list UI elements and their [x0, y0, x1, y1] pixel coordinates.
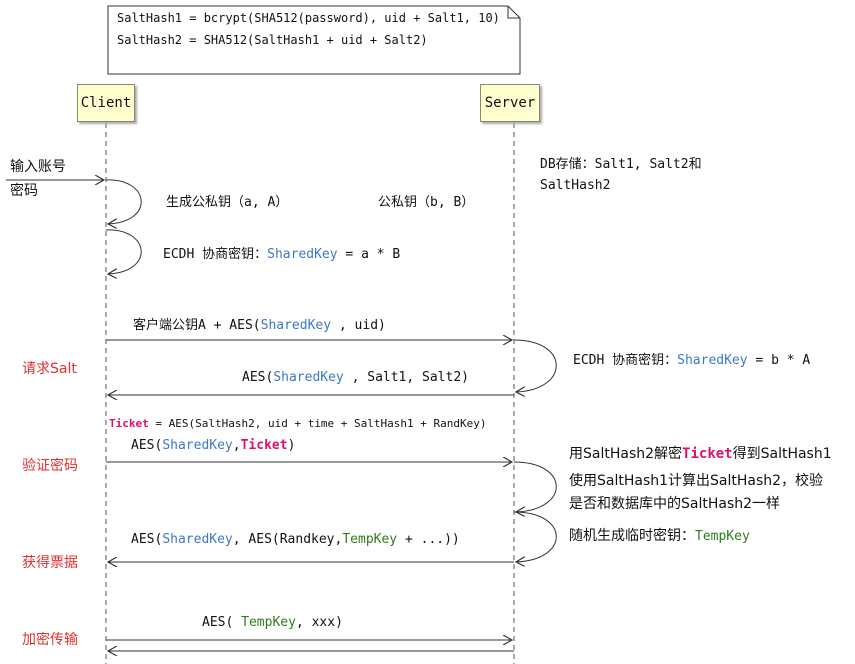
msg2-label: AES(SharedKey , Salt1, Salt2) [242, 370, 469, 385]
server-self-loop-verify [513, 461, 557, 512]
client-self-loop-2 [105, 229, 142, 274]
shared-key-text: SharedKey [260, 318, 332, 333]
ticket-definition: Ticket = AES(SaltHash2, uid + time + Sal… [109, 417, 487, 430]
shared-key-text: SharedKey [162, 438, 233, 453]
temp-key-text: TempKey [695, 529, 750, 544]
input-label-line-2: 密码 [10, 183, 38, 199]
input-label-line-1: 输入账号 [10, 159, 66, 175]
db-note-line-1: DB存储：Salt1, Salt2和 [540, 157, 702, 172]
shared-key-text: SharedKey [267, 247, 338, 262]
shared-key-text: SharedKey [273, 370, 344, 385]
ticket-text: Ticket [240, 438, 288, 453]
ticket-text: Ticket [109, 417, 149, 430]
temp-key-text: TempKey [241, 615, 296, 630]
server-verify-line-2: 是否和数据库中的SaltHash2一样 [569, 496, 781, 512]
participant-server: Server [480, 84, 540, 122]
server-verify-line-1: 使用SaltHash1计算出SaltHash2，校验 [569, 473, 824, 489]
side-label-request-salt: 请求Salt [22, 361, 77, 377]
gen-keys-label: 生成公私钥（a, A） [166, 195, 289, 210]
msg1-label: 客户端公钥A + AES(SharedKey , uid) [133, 318, 386, 333]
side-label-get-ticket: 获得票据 [22, 555, 78, 571]
shared-key-text: SharedKey [677, 353, 748, 368]
note-box [107, 5, 521, 75]
note-line-1: SaltHash1 = bcrypt(SHA512(password), uid… [117, 11, 500, 25]
ticket-text: Ticket [682, 446, 733, 462]
db-note-line-2: SaltHash2 [540, 178, 611, 193]
server-keys-label: 公私钥（b, B） [378, 195, 475, 210]
note-line-2: SaltHash2 = SHA512(SaltHash1 + uid + Sal… [117, 33, 428, 47]
shared-key-text: SharedKey [162, 532, 233, 547]
client-self-loop-1 [105, 179, 142, 224]
participant-client: Client [77, 84, 135, 122]
server-self-loop-ecdh [513, 339, 557, 392]
side-label-encrypted-transfer: 加密传输 [22, 632, 78, 648]
client-ecdh-label: ECDH 协商密钥：SharedKey = a * B [163, 247, 401, 262]
server-ecdh-label: ECDH 协商密钥：SharedKey = b * A [573, 353, 811, 368]
server-decrypt-label: 用SaltHash2解密Ticket得到SaltHash1 [569, 446, 832, 462]
msg4-label: AES(SharedKey, AES(Randkey,TempKey + ...… [131, 532, 460, 547]
msg5-label: AES( TempKey, xxx) [202, 615, 343, 630]
server-self-loop-tempkey [513, 511, 557, 562]
temp-key-text: TempKey [342, 532, 398, 547]
server-tempkey-label: 随机生成临时密钥：TempKey [569, 528, 750, 544]
side-label-verify-password: 验证密码 [22, 458, 78, 474]
msg3-label: AES(SharedKey,Ticket) [131, 438, 296, 453]
